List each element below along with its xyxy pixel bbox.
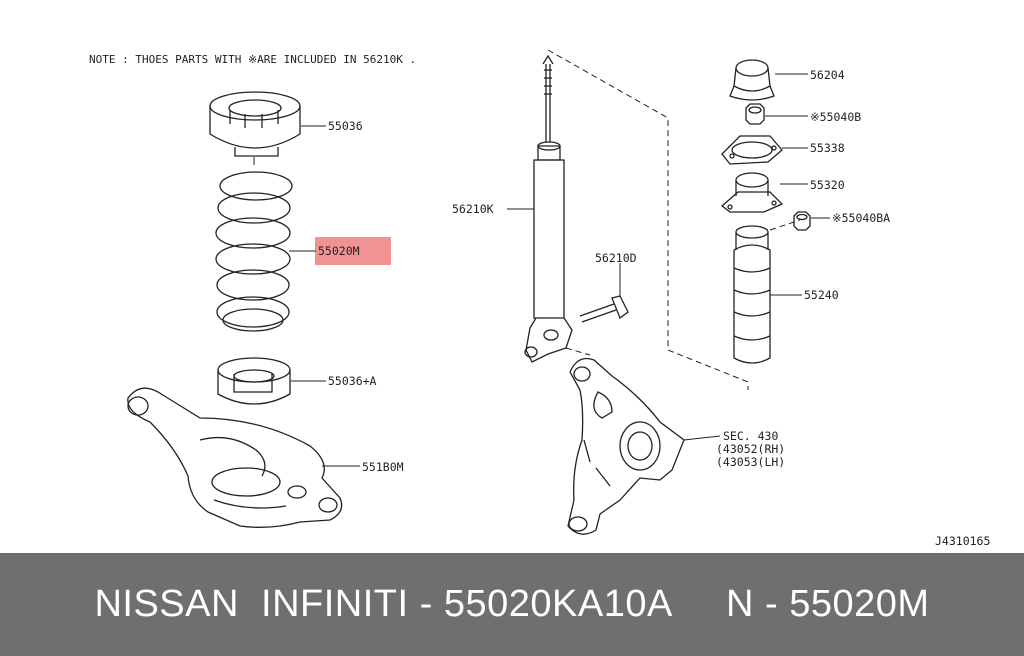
label-55338: 55338 [810,141,845,155]
label-56210d: 56210D [595,251,637,265]
plate-55338 [721,135,783,165]
label-55036: 55036 [328,119,363,133]
label-56210k: 56210K [452,202,494,216]
shock-absorber-56210k [524,54,573,363]
label-55036a: 55036+A [328,374,377,388]
coil-spring-55020m[interactable] [215,171,293,332]
label-55240: 55240 [804,288,839,302]
label-43052-rh: (43052(RH) [716,442,785,456]
label-sec430: SEC. 430 [723,429,778,443]
label-55320: 55320 [810,178,845,192]
label-43053-lh: (43053(LH) [716,455,785,469]
highlight-box [315,237,391,265]
label-55040b: ※55040B [810,110,861,124]
parts-diagram: NOTE : THOES PARTS WITH ※ARE INCLUDED IN… [89,49,991,548]
label-551b0m: 551B0M [362,460,404,474]
strut-mount-55320 [720,172,784,213]
knuckle-sec-430 [567,357,685,535]
assembly-bracket [547,49,749,390]
note-text: NOTE : THOES PARTS WITH ※ARE INCLUDED IN… [89,53,416,66]
upper-spring-seat-55036 [209,91,301,157]
lower-spring-seat-55036a [217,357,291,405]
lower-link-551b0m [127,387,343,528]
exploded-view: NOTE : THOES PARTS WITH ※ARE INCLUDED IN… [89,49,990,548]
label-55020m[interactable]: 55020M [318,244,360,258]
bump-stop-55240 [733,225,771,364]
diagram-id: J4310165 [935,534,990,548]
bolt-56210d [579,295,629,323]
dust-cap-56204 [729,59,775,101]
label-55040ba: ※55040BA [832,211,890,225]
label-56204: 56204 [810,68,845,82]
nut-55040b [745,103,765,125]
part-number-banner: NISSAN INFINITI - 55020KA10A N - 55020M [0,553,1024,656]
nut-55040ba [793,211,811,231]
